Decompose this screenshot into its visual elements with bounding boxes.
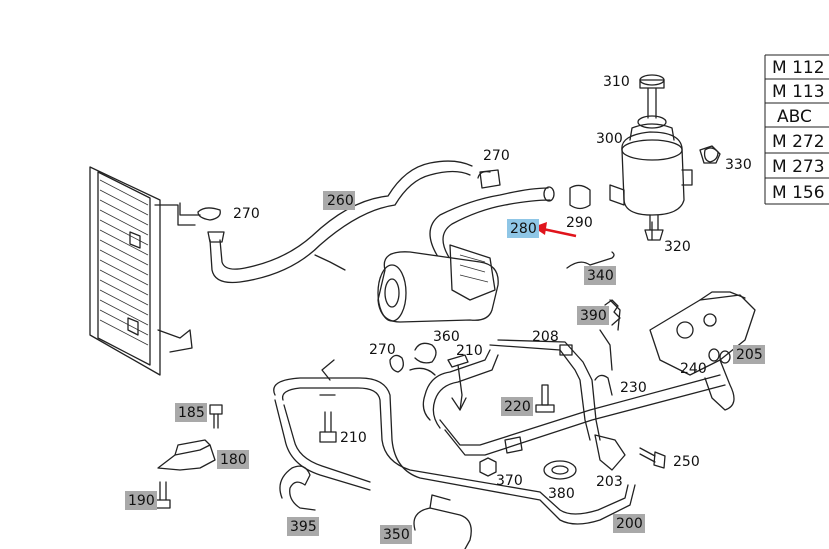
part-link-205[interactable]: 205 [733, 345, 765, 364]
part-label-270-top[interactable]: 270 [483, 148, 510, 164]
bracket-340-illustration [566, 251, 615, 269]
part-label-290[interactable]: 290 [566, 215, 593, 231]
part-label-230[interactable]: 230 [620, 380, 647, 396]
engine-code-m273[interactable]: M 273 [772, 157, 825, 177]
svg-text:190: 190 [128, 493, 155, 509]
reservoir-illustration [609, 74, 719, 241]
part-link-220[interactable]: 220 [501, 397, 533, 416]
part-label-240[interactable]: 240 [680, 361, 707, 377]
part-link-190[interactable]: 190 [125, 491, 157, 510]
part-label-300[interactable]: 300 [596, 131, 623, 147]
pressure-lines-illustration [273, 299, 726, 525]
part-label-210-mid[interactable]: 210 [456, 343, 483, 359]
part-label-330[interactable]: 330 [725, 157, 752, 173]
part-label-203[interactable]: 203 [596, 474, 623, 490]
hose-280-illustration [429, 169, 591, 263]
part-label-210-left[interactable]: 210 [340, 430, 367, 446]
engine-code-abc[interactable]: ABC [777, 107, 812, 127]
part-label-208[interactable]: 208 [532, 329, 559, 345]
svg-text:200: 200 [616, 516, 643, 532]
svg-text:395: 395 [290, 519, 317, 535]
svg-text:260: 260 [327, 193, 354, 209]
part-link-280[interactable]: 280 [507, 219, 539, 238]
svg-text:340: 340 [587, 268, 614, 284]
part-label-370[interactable]: 370 [496, 473, 523, 489]
diagram-artwork [89, 74, 756, 549]
part-label-270-lower[interactable]: 270 [369, 342, 396, 358]
steering-gear-illustration [649, 291, 756, 411]
red-pointer-arrow [533, 222, 577, 238]
plain-labels: 310 300 330 270 270 290 320 360 270 210 … [233, 74, 752, 502]
engine-code-m272[interactable]: M 272 [772, 132, 825, 152]
svg-text:185: 185 [178, 405, 205, 421]
part-link-185[interactable]: 185 [175, 403, 207, 422]
svg-text:220: 220 [504, 399, 531, 415]
part-link-350[interactable]: 350 [380, 525, 412, 544]
svg-text:205: 205 [736, 347, 763, 363]
hose-260-illustration [179, 160, 473, 284]
oil-cooler-illustration [89, 166, 196, 376]
part-label-270-left[interactable]: 270 [233, 206, 260, 222]
engine-code-m156[interactable]: M 156 [772, 183, 825, 203]
part-label-360[interactable]: 360 [433, 329, 460, 345]
part-link-395[interactable]: 395 [287, 517, 319, 536]
engine-code-table: M 112 M 113 ABC M 272 M 273 M 156 [764, 54, 829, 205]
svg-text:350: 350 [383, 527, 410, 543]
part-label-310[interactable]: 310 [603, 74, 630, 90]
svg-text:280: 280 [510, 221, 537, 237]
highlighted-labels: 260 280 340 390 205 220 185 180 [125, 191, 765, 544]
part-label-320[interactable]: 320 [664, 239, 691, 255]
part-link-180[interactable]: 180 [217, 450, 249, 469]
part-link-390[interactable]: 390 [577, 306, 609, 325]
svg-text:180: 180 [220, 452, 247, 468]
part-label-380[interactable]: 380 [548, 486, 575, 502]
engine-code-m112[interactable]: M 112 [772, 58, 825, 78]
engine-code-m113[interactable]: M 113 [772, 82, 825, 102]
svg-text:390: 390 [580, 308, 607, 324]
part-link-260[interactable]: 260 [323, 191, 355, 210]
part-link-340[interactable]: 340 [584, 266, 616, 285]
part-label-250[interactable]: 250 [673, 454, 700, 470]
part-link-200[interactable]: 200 [613, 514, 645, 533]
power-steering-pump-illustration [377, 244, 499, 323]
